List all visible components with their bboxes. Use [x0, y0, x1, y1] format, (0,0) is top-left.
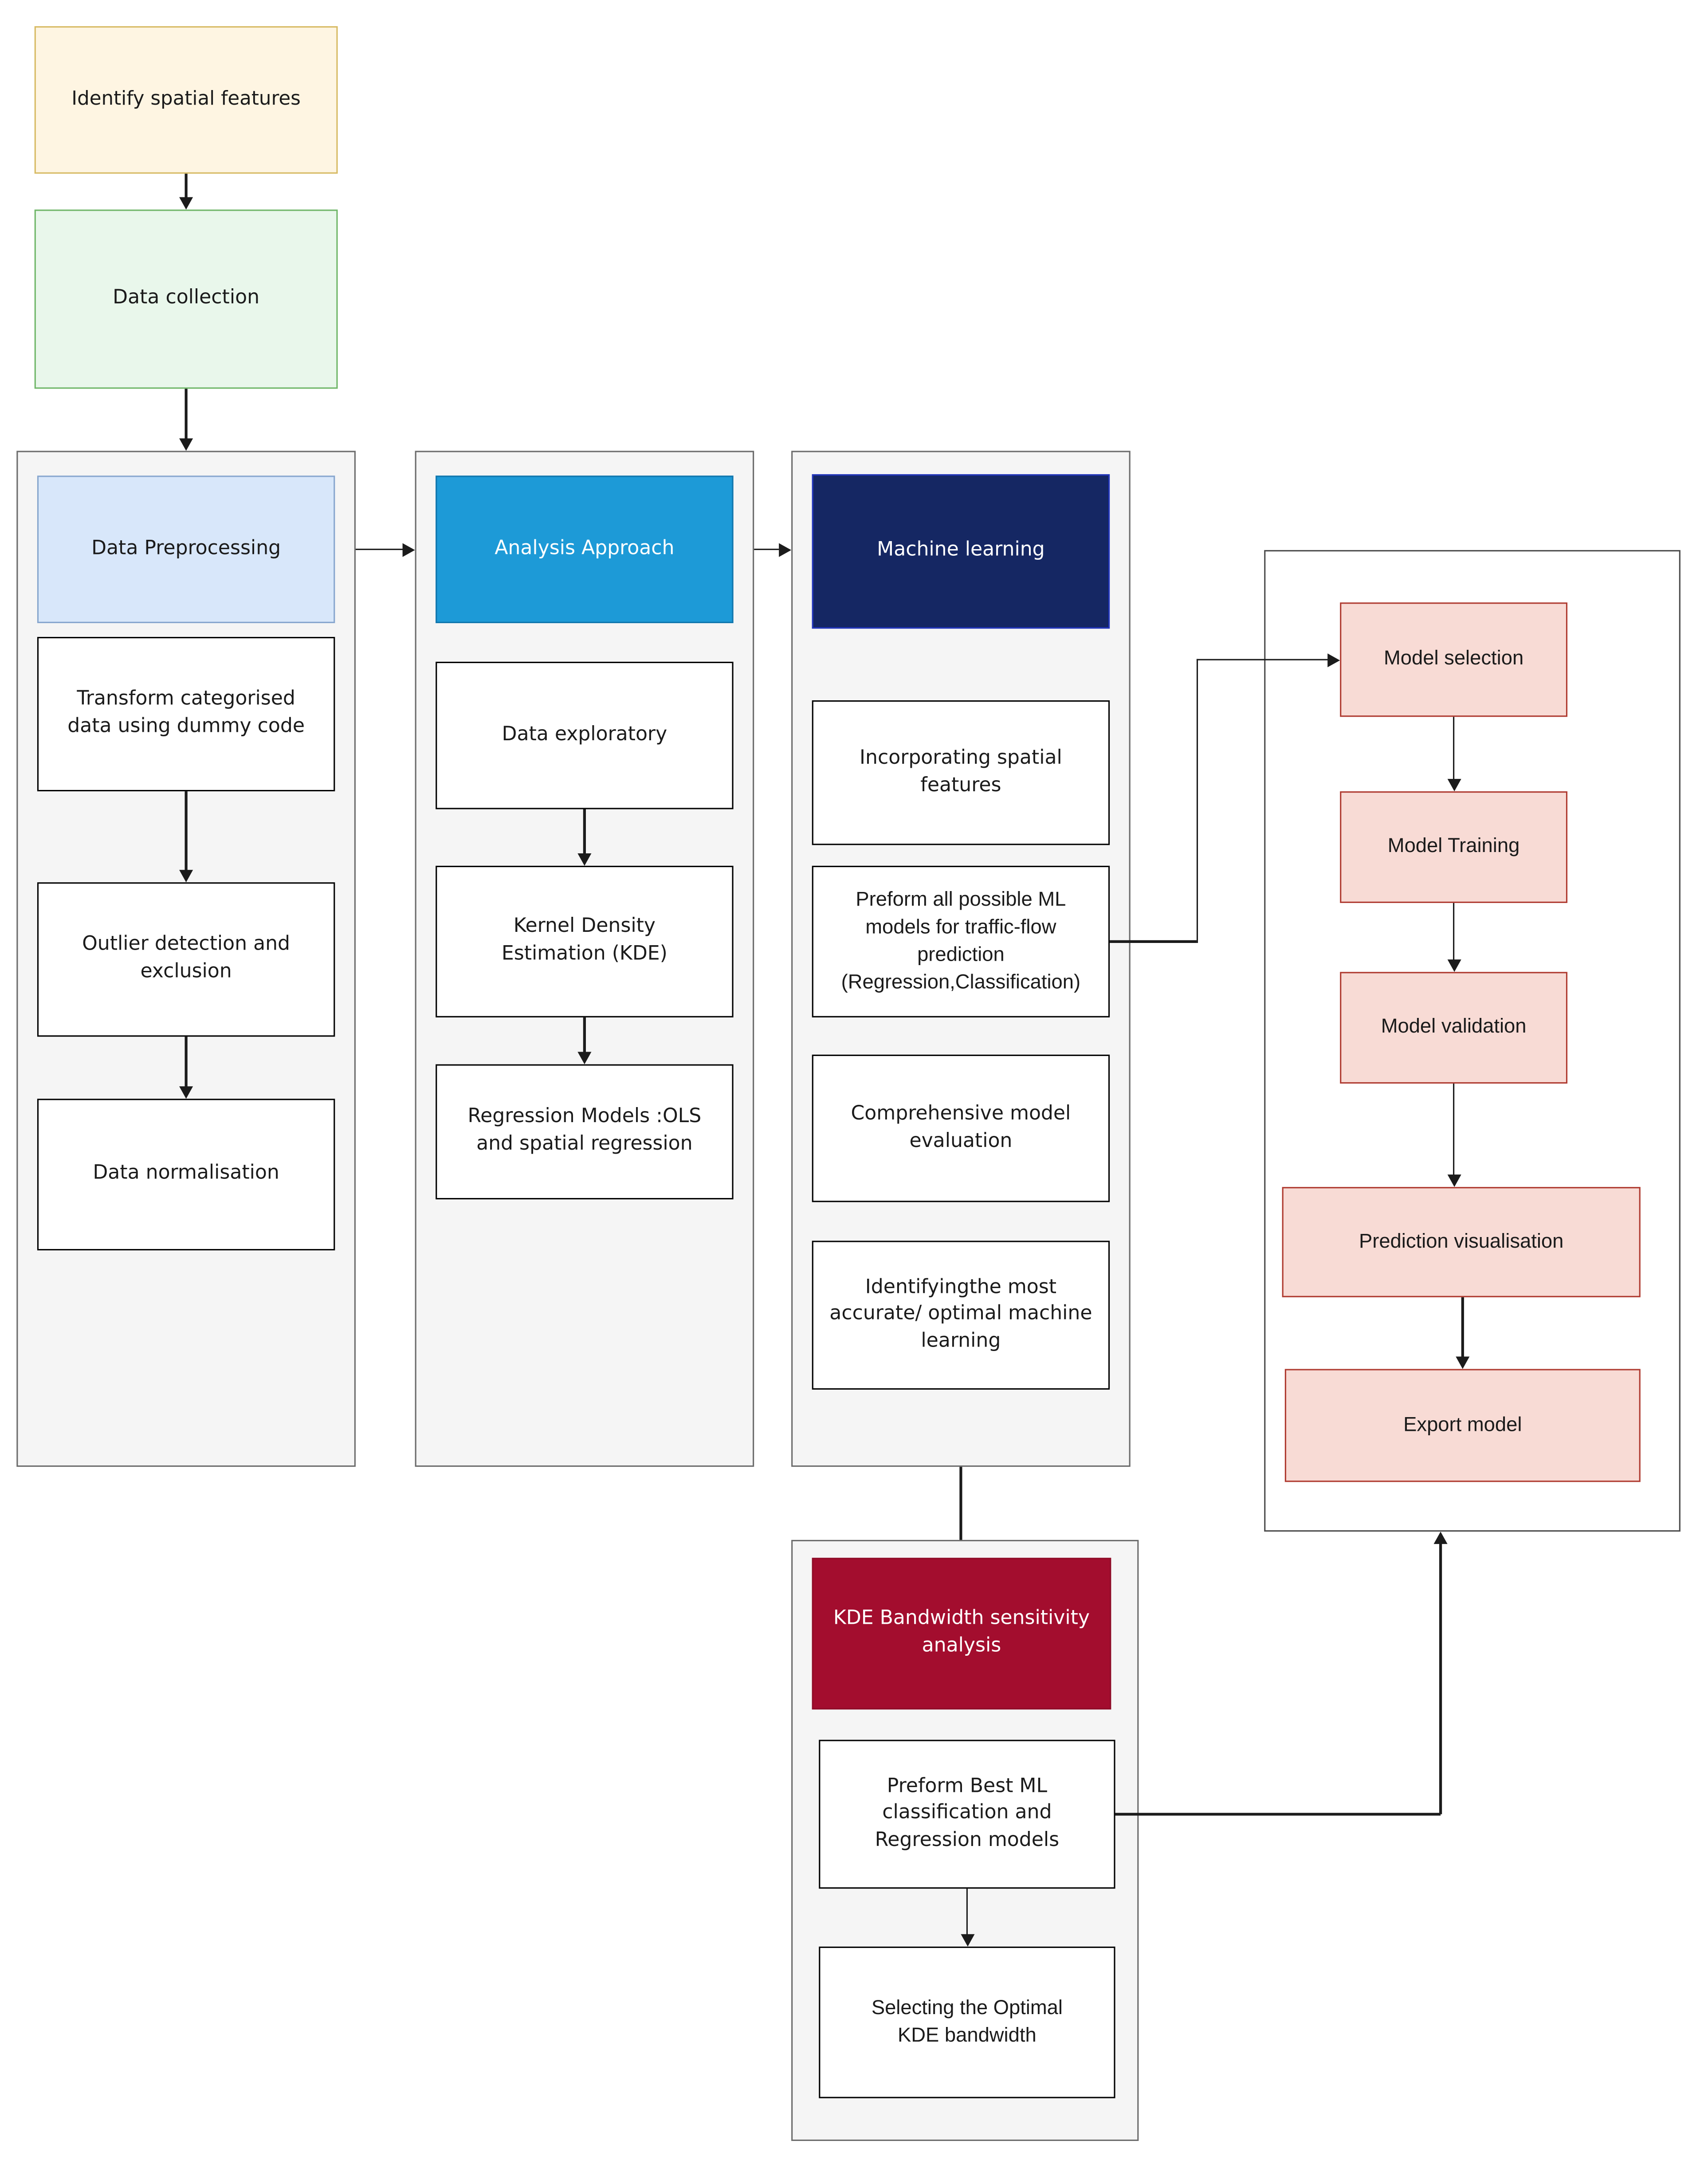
- arrowhead-right-icon: [779, 542, 792, 557]
- arrow-selection-to-training: [1453, 717, 1455, 781]
- arrowhead-down-icon: [960, 1934, 974, 1947]
- step-data-exploratory: Data exploratory: [436, 661, 734, 809]
- header-data-preprocessing: Data Preprocessing: [37, 475, 335, 623]
- arrowhead-right-icon: [1327, 652, 1340, 667]
- node-identify-spatial-features: Identify spatial features: [34, 26, 338, 174]
- arrow-prediction-to-export: [1461, 1297, 1464, 1358]
- step-comprehensive-model-evaluation: Comprehensive model evaluation: [812, 1054, 1110, 1202]
- step-data-normalisation: Data normalisation: [37, 1099, 335, 1251]
- arrow-collection-to-preprocessing: [185, 389, 187, 440]
- arrow-preform-best-to-selecting: [966, 1889, 968, 1936]
- pipeline-export-model: Export model: [1284, 1369, 1641, 1482]
- step-transform-dummy-code: Transform categorised data using dummy c…: [37, 636, 335, 792]
- group-header-label: Analysis Approach: [495, 537, 675, 560]
- pipeline-label: Model Training: [1387, 836, 1520, 858]
- pipeline-model-validation: Model validation: [1340, 972, 1568, 1084]
- arrowhead-down-icon: [179, 197, 193, 210]
- header-kde-bandwidth: KDE Bandwidth sensitivity analysis: [812, 1558, 1111, 1710]
- arrowhead-down-icon: [1447, 1174, 1461, 1187]
- header-machine-learning: Machine learning: [812, 474, 1110, 629]
- group-header-label: Data Preprocessing: [91, 537, 281, 560]
- arrow-kde-to-regression: [583, 1017, 586, 1053]
- arrow-analysis-to-ml: [754, 548, 779, 550]
- pipeline-label: Export model: [1403, 1414, 1522, 1437]
- step-label: Transform categorised data using dummy c…: [67, 688, 305, 738]
- step-selecting-optimal-kde-bandwidth: Selecting the Optimal KDE bandwidth: [819, 1946, 1115, 2098]
- connector-preform-ml-elbow-h1: [1110, 940, 1197, 943]
- node-data-collection: Data collection: [34, 209, 338, 389]
- arrowhead-down-icon: [179, 870, 193, 883]
- step-regression-models: Regression Models :OLS and spatial regre…: [436, 1064, 734, 1200]
- step-label: Outlier detection and exclusion: [82, 934, 291, 983]
- arrowhead-down-icon: [179, 1086, 193, 1099]
- step-incorporating-spatial-features: Incorporating spatial features: [812, 700, 1110, 845]
- arrowhead-down-icon: [577, 853, 592, 866]
- arrowhead-up-icon: [1433, 1532, 1448, 1544]
- connector-preform-best-elbow-h: [1115, 1813, 1441, 1815]
- arrow-identify-to-collection: [185, 173, 187, 199]
- arrowhead-down-icon: [1447, 779, 1461, 792]
- arrow-transform-to-outlier: [185, 791, 187, 872]
- step-label: Identifyingthe most accurate/ optimal ma…: [829, 1276, 1092, 1352]
- arrowhead-down-icon: [179, 438, 193, 451]
- arrow-exploratory-to-kde: [583, 809, 586, 855]
- group-header-label: KDE Bandwidth sensitivity analysis: [833, 1608, 1090, 1657]
- arrow-training-to-validation: [1453, 903, 1455, 961]
- step-identifying-optimal-ml: Identifyingthe most accurate/ optimal ma…: [812, 1241, 1110, 1390]
- pipeline-label: Prediction visualisation: [1359, 1231, 1564, 1253]
- step-label: Data normalisation: [93, 1162, 279, 1185]
- connector-ml-to-kde-group: [960, 1467, 962, 1540]
- arrow-outlier-to-normalisation: [185, 1037, 187, 1088]
- step-label: Preform all possible ML models for traff…: [841, 889, 1081, 994]
- connector-preform-ml-elbow-v: [1196, 659, 1198, 943]
- node-label: Identify spatial features: [71, 88, 301, 110]
- arrow-preprocessing-to-analysis: [355, 548, 404, 550]
- step-label: Incorporating spatial features: [860, 747, 1062, 796]
- step-preform-best-ml: Preform Best ML classification and Regre…: [819, 1740, 1115, 1889]
- step-label: Kernel Density Estimation (KDE): [501, 916, 667, 965]
- pipeline-model-selection: Model selection: [1340, 602, 1568, 717]
- step-preform-all-ml-models: Preform all possible ML models for traff…: [812, 865, 1110, 1017]
- pipeline-label: Model selection: [1384, 648, 1524, 671]
- step-label: Regression Models :OLS and spatial regre…: [467, 1106, 702, 1155]
- pipeline-label: Model validation: [1381, 1017, 1527, 1039]
- step-label: Selecting the Optimal KDE bandwidth: [871, 1997, 1063, 2047]
- arrowhead-down-icon: [1447, 959, 1461, 972]
- pipeline-model-training: Model Training: [1340, 791, 1568, 903]
- step-label: Preform Best ML classification and Regre…: [875, 1775, 1060, 1851]
- connector-preform-best-elbow-v: [1439, 1543, 1442, 1815]
- arrowhead-down-icon: [1456, 1356, 1470, 1369]
- step-outlier-detection: Outlier detection and exclusion: [37, 882, 335, 1037]
- node-label: Data collection: [113, 287, 260, 309]
- pipeline-prediction-visualisation: Prediction visualisation: [1282, 1187, 1641, 1297]
- connector-preform-ml-elbow-h2: [1196, 659, 1329, 661]
- step-kernel-density-estimation: Kernel Density Estimation (KDE): [436, 865, 734, 1017]
- group-header-label: Machine learning: [877, 539, 1045, 562]
- step-label: Comprehensive model evaluation: [851, 1103, 1071, 1152]
- arrowhead-right-icon: [402, 542, 415, 557]
- step-label: Data exploratory: [502, 723, 667, 746]
- arrow-validation-to-prediction: [1453, 1084, 1455, 1176]
- arrowhead-down-icon: [577, 1052, 592, 1064]
- header-analysis-approach: Analysis Approach: [436, 475, 734, 623]
